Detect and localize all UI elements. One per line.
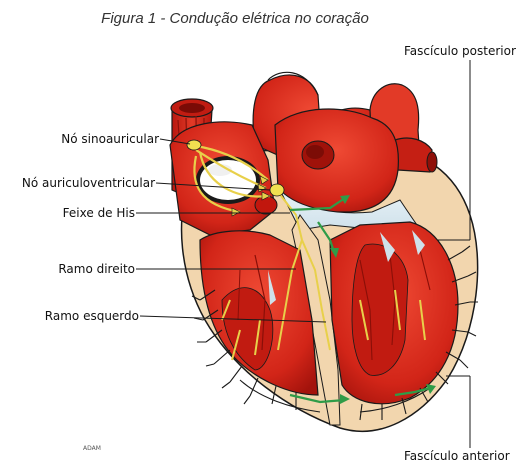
label-right-branch: Ramo direito: [58, 262, 135, 276]
label-sa-node: Nó sinoauricular: [61, 132, 159, 146]
label-his-bundle: Feixe de His: [63, 206, 135, 220]
right-ventricle: [200, 231, 318, 395]
av-node-marker: [270, 184, 284, 196]
sa-node-marker: [187, 140, 201, 150]
publisher-watermark: ADAM: [83, 445, 101, 452]
label-av-node: Nó auriculoventricular: [22, 176, 155, 190]
label-left-branch: Ramo esquerdo: [45, 309, 139, 323]
label-posterior-fascicle: Fascículo posterior: [404, 44, 516, 58]
label-anterior-fascicle: Fascículo anterior: [404, 449, 510, 463]
left-atrium: [275, 109, 398, 212]
